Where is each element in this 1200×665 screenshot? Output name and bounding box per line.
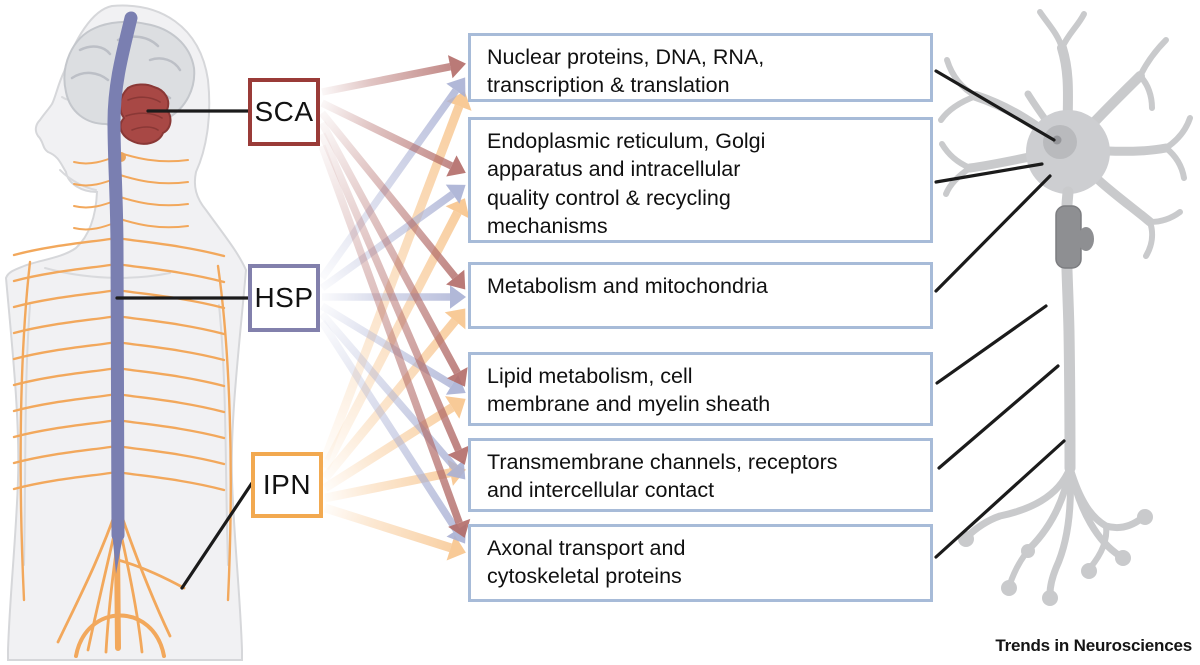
arrowhead-hsp-4	[445, 459, 466, 480]
pointer-myelin	[935, 304, 1048, 385]
arrow-ipn-to-category-5	[323, 503, 453, 553]
label-ipn-text: IPN	[262, 469, 312, 500]
category-text: Transmembrane channels, receptors and in…	[487, 450, 838, 503]
right-arm-crease	[218, 304, 229, 566]
nerve-branch	[19, 260, 32, 602]
category-text: Nuclear proteins, DNA, RNA, transcriptio…	[487, 45, 765, 98]
category-box-nuclear: Nuclear proteins, DNA, RNA, transcriptio…	[468, 33, 933, 102]
neuron-illustration	[938, 9, 1193, 606]
category-box-er-golgi: Endoplasmic reticulum, Golgi apparatus a…	[468, 117, 933, 243]
arrowhead-ipn-5	[446, 534, 466, 561]
arrowhead-ipn-1	[445, 198, 470, 219]
jaw-line	[59, 169, 97, 191]
nerve-branch	[116, 558, 186, 590]
nerve-branch	[12, 236, 119, 257]
arrow-hsp-to-category-5	[318, 319, 460, 533]
left-arm-crease	[23, 304, 31, 566]
nerve-branch	[12, 340, 119, 361]
nerve-branch	[115, 314, 226, 336]
category-box-axonal: Axonal transport and cytoskeletal protei…	[468, 524, 933, 602]
pointer-nucleus	[934, 69, 1056, 142]
label-connector-lines	[115, 109, 254, 590]
nerve-branch	[12, 262, 119, 283]
ipn-connector-line	[180, 481, 254, 590]
label-box-ipn: IPN	[251, 452, 323, 518]
category-box-lipid: Lipid metabolism, cell membrane and myel…	[468, 352, 933, 426]
axon-terminals	[958, 464, 1153, 606]
arrow-hsp-to-category-3	[320, 302, 454, 388]
arrow-sca-to-category-5	[318, 144, 463, 525]
human-body-illustration	[4, 4, 248, 661]
cerebellum-highlight	[119, 83, 172, 145]
pointer-mitochondria	[934, 174, 1052, 293]
arrow-ipn-to-category-3	[322, 403, 455, 492]
category-box-transmembrane: Transmembrane channels, receptors and in…	[468, 438, 933, 512]
arrow-sca-to-category-4	[318, 132, 462, 452]
nerve-branch	[216, 264, 232, 602]
pointer-membrane	[937, 364, 1060, 470]
arrowhead-sca-3	[446, 367, 468, 387]
spinal-cord	[107, 11, 138, 574]
arrowhead-ipn-2	[444, 308, 466, 330]
pointer-axon	[934, 439, 1066, 559]
nerve-branch	[116, 173, 189, 185]
category-box-metabolism: Metabolism and mitochondria	[468, 262, 933, 329]
category-text: Metabolism and mitochondria	[487, 274, 768, 298]
nerve-branch	[115, 470, 226, 492]
nerve-branch	[115, 392, 226, 414]
nerve-branch	[115, 262, 226, 284]
arrow-ipn-to-category-4	[324, 468, 452, 503]
nerve-branch	[115, 236, 226, 258]
label-sca-text: SCA	[254, 96, 314, 127]
arrow-hsp-to-category-0	[318, 88, 459, 281]
label-box-hsp: HSP	[248, 264, 320, 332]
arrowhead-sca-1	[446, 155, 466, 177]
arrow-ipn-to-category-2	[321, 317, 459, 481]
nerve-branch	[115, 366, 226, 388]
nerve-branch	[115, 340, 226, 362]
myelin-sheath	[1055, 205, 1094, 269]
journal-name: Trends in Neurosciences	[995, 636, 1192, 655]
pointer-er-golgi	[934, 162, 1044, 184]
arrow-sca-to-category-3	[318, 121, 461, 375]
body-silhouette	[4, 4, 248, 661]
label-hsp-text: HSP	[254, 282, 314, 313]
nerve-branch	[115, 418, 226, 440]
arrowhead-sca-0	[447, 55, 466, 79]
arrow-sca-to-category-0	[321, 63, 451, 96]
nerve-branch	[115, 444, 226, 466]
category-text: Lipid metabolism, cell membrane and myel…	[487, 364, 771, 417]
arrowhead-sca-5	[448, 518, 471, 538]
nucleolus	[1052, 135, 1062, 145]
arrowhead-hsp-3	[445, 374, 466, 395]
nerve-branch	[12, 392, 119, 413]
arrowhead-hsp-0	[446, 77, 466, 98]
nerve-branch	[12, 418, 119, 439]
arrow-fan	[318, 55, 472, 561]
nerve-branch	[12, 470, 119, 491]
arrow-sca-to-category-1	[320, 99, 454, 170]
nerve-branch	[12, 444, 119, 465]
arrow-ipn-to-category-0	[320, 104, 464, 461]
category-text: Endoplasmic reticulum, Golgi apparatus a…	[487, 129, 766, 239]
category-text: Axonal transport and cytoskeletal protei…	[487, 536, 686, 589]
nerve-branch	[12, 314, 119, 335]
nerve-branch	[12, 366, 119, 387]
arrowhead-ipn-3	[445, 396, 466, 419]
nerve-branch	[115, 288, 226, 310]
arrowhead-sca-4	[447, 445, 470, 465]
neuron-pointer-lines	[934, 69, 1066, 559]
nerve-branch	[74, 613, 166, 658]
arrowhead-hsp-2	[450, 285, 466, 309]
arrowhead-sca-2	[446, 269, 466, 290]
arrowhead-hsp-1	[445, 184, 466, 204]
arrow-sca-to-category-2	[319, 110, 459, 280]
label-box-sca: SCA	[248, 78, 320, 146]
